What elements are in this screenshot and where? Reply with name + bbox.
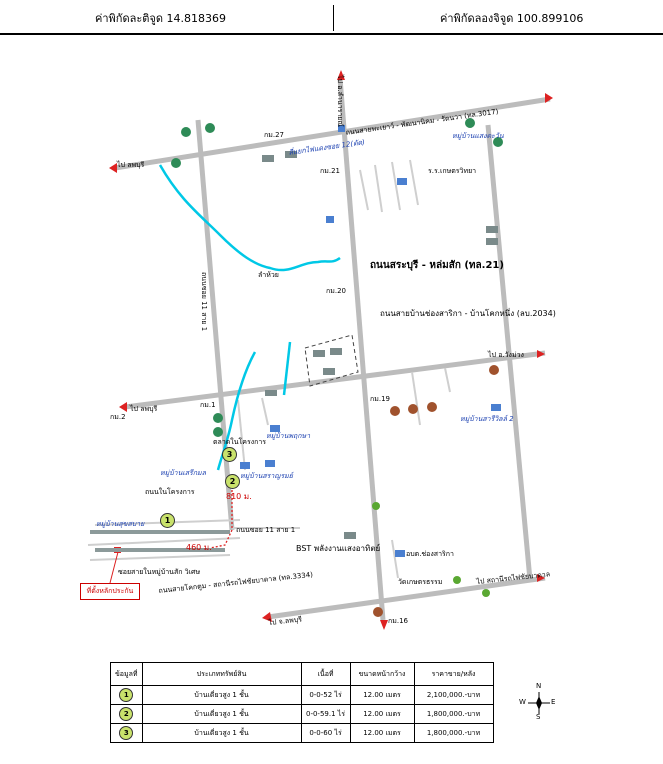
label-to-top: ไป อ.ลำนารายณ์ — [336, 75, 344, 127]
label-highway-21: ถนนสระบุรี - หล่มสัก (ทล.21) — [370, 260, 504, 271]
comparables-table: ข้อมูลที่ ประเภททรัพย์สิน เนื้อที่ ขนาดห… — [110, 662, 494, 743]
cell-area: 0-0-52 ไร่ — [300, 685, 351, 705]
label-village-f: หมู่บ้านสุขสบาย — [96, 520, 145, 528]
marker-1[interactable]: 1 — [160, 513, 175, 528]
label-km21: กม.21 — [320, 167, 340, 175]
label-km1: กม.1 — [200, 401, 216, 409]
label-village-b: หมู่บ้านสราญรมย์ — [240, 472, 293, 480]
label-bst: BST พลังงานแสงอาทิตย์ — [296, 544, 381, 553]
cell-price: 2,100,000.-บาท — [413, 685, 494, 705]
compass-n: N — [536, 682, 542, 690]
row-marker: 1 — [119, 688, 134, 702]
arrow-right-top — [545, 93, 553, 103]
col-type: ประเภททรัพย์สิน — [141, 662, 302, 686]
subject-leader-line — [109, 551, 119, 584]
label-dist-810: 810 ม. — [226, 492, 252, 501]
subject-location-box: ที่ตั้งหลักประกัน — [80, 583, 140, 600]
minor-roads — [87, 159, 451, 579]
latitude-label: ค่าพิกัดละติจูด 14.818369 — [95, 12, 226, 25]
label-to-lopburi-mid: ไป ลพบุรี — [130, 405, 158, 413]
label-temple: วัดเกษตรธรรม — [398, 578, 443, 586]
road-3334 — [267, 575, 546, 620]
marker-3[interactable]: 3 — [222, 447, 237, 462]
label-school: ร.ร.เกษตรวิทยา — [428, 167, 477, 175]
arrow-up-top — [337, 70, 345, 80]
label-km2: กม.2 — [110, 413, 126, 421]
label-village-d: หมู่บ้านสารีวิลล์ 2 — [460, 415, 514, 423]
header-divider — [333, 5, 334, 31]
label-dist-460: 460 ม. — [186, 543, 212, 552]
label-road-2034: ถนนสายบ้านช่องสาริกา - บ้านโคกหนึ่ง (ลบ.… — [380, 309, 556, 318]
col-width: ขนาดหน้ากว้าง — [349, 662, 415, 686]
cell-price: 1,800,000.-บาท — [413, 704, 494, 724]
compass-icon: N S E W — [519, 682, 558, 722]
label-bottom-left-soi: ซอยสายในหมู่บ้านสัก วิเศษ — [118, 568, 201, 576]
arrow-right-bottom — [537, 574, 545, 582]
label-km16: กม.16 — [388, 617, 408, 625]
label-to-lopburi-top: ไป ลพบุรี — [117, 161, 145, 169]
roads — [114, 77, 551, 621]
compass-w: W — [519, 698, 526, 706]
table-row: 2 บ้านเดี่ยวสูง 1 ชั้น 0-0-59.1 ไร่ 12.0… — [110, 704, 494, 724]
arrow-down-bottom — [380, 620, 388, 630]
col-no: ข้อมูลที่ — [110, 662, 143, 686]
label-soi11-vertical: ถนนซอย 11 สาย 1 — [200, 272, 208, 332]
label-to-right-mid: ไป อ.วังม่วง — [488, 351, 524, 359]
label-tambon: อบต.ช่องสาริกา — [406, 550, 454, 558]
label-market: ตลาดในโครงการ — [213, 438, 267, 446]
label-km19: กม.19 — [370, 395, 390, 403]
streams — [158, 164, 341, 471]
stream-upper — [158, 164, 341, 272]
cell-width: 12.00 เมตร — [349, 685, 415, 705]
label-village-c: หมู่บ้านเสรีกมล — [160, 469, 206, 477]
coordinate-header: ค่าพิกัดละติจูด 14.818369 ค่าพิกัดลองจิจ… — [0, 0, 663, 35]
road-2034 — [124, 350, 546, 410]
road-right-vertical — [485, 124, 533, 581]
marker-2[interactable]: 2 — [225, 474, 240, 489]
table-row: 3 บ้านเดี่ยวสูง 1 ชั้น 0-0-60 ไร่ 12.00 … — [110, 723, 494, 743]
label-soi11-s1: ถนนซอย 11 สาย 1 — [236, 526, 296, 534]
project-houses — [90, 530, 230, 552]
label-project-road: ถนนในโครงการ — [145, 488, 195, 496]
arrow-left-top — [109, 163, 117, 173]
compass-s: S — [536, 713, 541, 721]
arrow-left-mid — [119, 402, 127, 412]
cell-width: 12.00 เมตร — [349, 704, 415, 724]
cell-type: บ้านเดี่ยวสูง 1 ชั้น — [141, 723, 302, 743]
label-village-e: หมู่บ้านแสงตะวัน — [452, 132, 504, 140]
arrow-left-bottom — [262, 612, 272, 622]
cell-area: 0-0-59.1 ไร่ — [300, 704, 351, 724]
cell-type: บ้านเดี่ยวสูง 1 ชั้น — [141, 704, 302, 724]
compass-e: E — [551, 698, 556, 706]
label-stream: ลำห้วย — [258, 271, 279, 279]
label-village-a: หมู่บ้านพฤกษา — [266, 432, 311, 440]
stream-lower-b — [282, 341, 292, 396]
building-icons — [171, 118, 503, 617]
cell-width: 12.00 เมตร — [349, 723, 415, 743]
project-boundary — [304, 334, 359, 387]
label-km27: กม.27 — [264, 131, 284, 139]
cell-price: 1,800,000.-บาท — [413, 723, 494, 743]
route-dotted — [209, 482, 233, 549]
row-marker: 3 — [119, 726, 134, 740]
road-3017 — [114, 96, 551, 171]
label-km20: กม.20 — [326, 287, 346, 295]
row-marker: 2 — [119, 707, 134, 721]
col-area: เนื้อที่ — [300, 662, 351, 686]
cell-area: 0-0-60 ไร่ — [300, 723, 351, 743]
table-row: 1 บ้านเดี่ยวสูง 1 ชั้น 0-0-52 ไร่ 12.00 … — [110, 685, 494, 705]
cell-type: บ้านเดี่ยวสูง 1 ชั้น — [141, 685, 302, 705]
arrow-right-mid — [537, 350, 545, 358]
col-price: ราคาขาย/หลัง — [413, 662, 494, 686]
highway-21 — [337, 77, 386, 621]
direction-arrows — [109, 70, 553, 630]
longitude-label: ค่าพิกัดลองจิจูด 100.899106 — [440, 12, 584, 25]
